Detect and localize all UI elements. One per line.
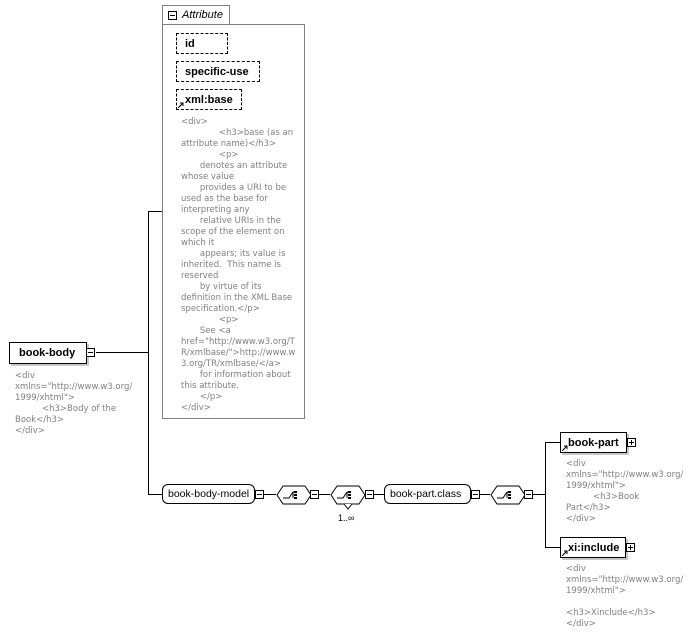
collapse-choice-icon[interactable] [524,490,533,499]
attribute-group-title: Attribute [182,9,223,21]
choice-icon [490,485,526,505]
connector-seq1-to-seq2 [318,494,330,495]
attribute-xml-base-label: xml:base [185,93,233,106]
connector-to-model [148,494,162,495]
connector-to-attributes [148,211,162,212]
reference-arrow-icon [562,550,568,556]
attribute-xml-base[interactable]: xml:base [176,89,242,110]
connector-model-to-seq1 [264,494,276,495]
xml-base-documentation: <div> <h3>base (as an attribute name)</h… [181,117,296,413]
root-element-label: book-body [19,347,76,359]
attribute-specific-use[interactable]: specific-use [176,61,260,82]
connector-branch [545,442,546,547]
group-book-body-model-label: book-body-model [168,488,250,500]
root-element-book-body[interactable]: book-body [9,342,87,364]
collapse-sequence-icon[interactable] [310,490,319,499]
collapse-attributes-icon[interactable] [168,11,177,20]
sequence-icon [276,485,312,505]
reference-arrow-icon [178,102,184,108]
expand-book-part-icon[interactable] [627,438,636,447]
sequence-repeat-icon [330,485,366,510]
group-book-part-class[interactable]: book-part.class [384,484,471,504]
element-book-part-label: book-part [568,436,619,449]
connector-choice-out [533,494,545,495]
sequence-compositor[interactable] [276,485,312,505]
reference-arrow-icon [562,445,568,451]
connector-trunk [148,211,149,494]
collapse-model-group-icon[interactable] [255,490,264,499]
connector-to-book-part [545,442,560,443]
attribute-group-header[interactable]: Attribute [162,5,230,24]
choice-compositor[interactable] [490,485,526,505]
book-part-documentation: <div xmlns="http://www.w3.org/ 1999/xhtm… [566,459,684,524]
element-xi-include-label: xi:include [568,541,620,554]
connector-to-xi-include [545,547,560,548]
cardinality-label: 1..∞ [338,513,355,523]
root-documentation: <div xmlns="http://www.w3.org/ 1999/xhtm… [15,371,133,436]
sequence-compositor-repeated[interactable] [330,485,366,510]
connector-root-out [96,352,148,353]
group-book-part-class-label: book-part.class [390,488,462,500]
attribute-specific-use-label: specific-use [185,65,249,78]
collapse-class-group-icon[interactable] [471,490,480,499]
element-book-part[interactable]: book-part [560,432,627,453]
group-book-body-model[interactable]: book-body-model [162,484,255,504]
collapse-sequence-repeated-icon[interactable] [365,490,374,499]
connector-class-to-choice [480,494,490,495]
attribute-id[interactable]: id [176,33,228,54]
expand-xi-include-icon[interactable] [626,543,635,552]
attribute-id-label: id [185,37,195,50]
connector-seq2-to-class [374,494,384,495]
xi-include-documentation: <div xmlns="http://www.w3.org/ 1999/xhtm… [566,564,684,629]
element-xi-include[interactable]: xi:include [560,537,626,558]
collapse-root-icon[interactable] [86,348,95,357]
